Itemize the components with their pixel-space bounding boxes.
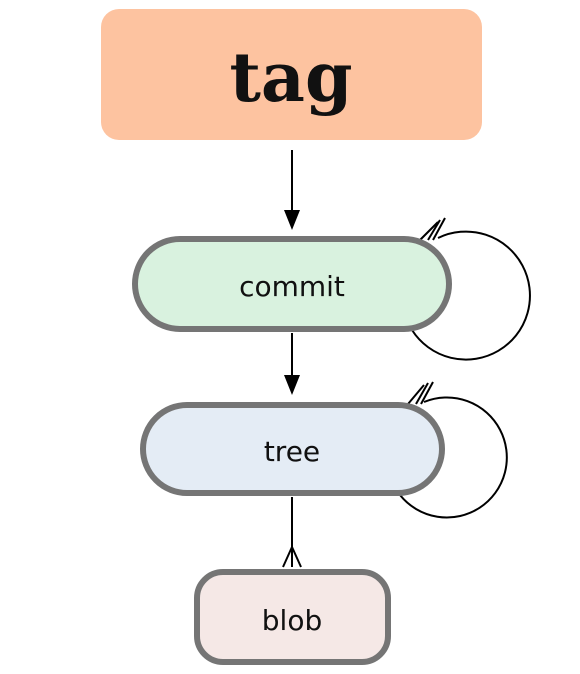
edge-commit-to-tree xyxy=(284,333,300,395)
node-commit: commit xyxy=(132,236,452,332)
node-blob-label: blob xyxy=(262,604,322,637)
node-tag-label: tag xyxy=(229,38,352,118)
node-tag: tag xyxy=(101,9,482,140)
edge-tag-to-commit xyxy=(284,150,300,230)
edge-commit-self-loop xyxy=(411,217,531,361)
edge-tree-to-blob xyxy=(282,497,302,568)
node-tree: tree xyxy=(140,402,445,496)
node-commit-label: commit xyxy=(239,270,345,303)
edge-tree-self-loop xyxy=(399,381,508,519)
node-blob: blob xyxy=(194,569,391,665)
node-tree-label: tree xyxy=(264,435,320,468)
